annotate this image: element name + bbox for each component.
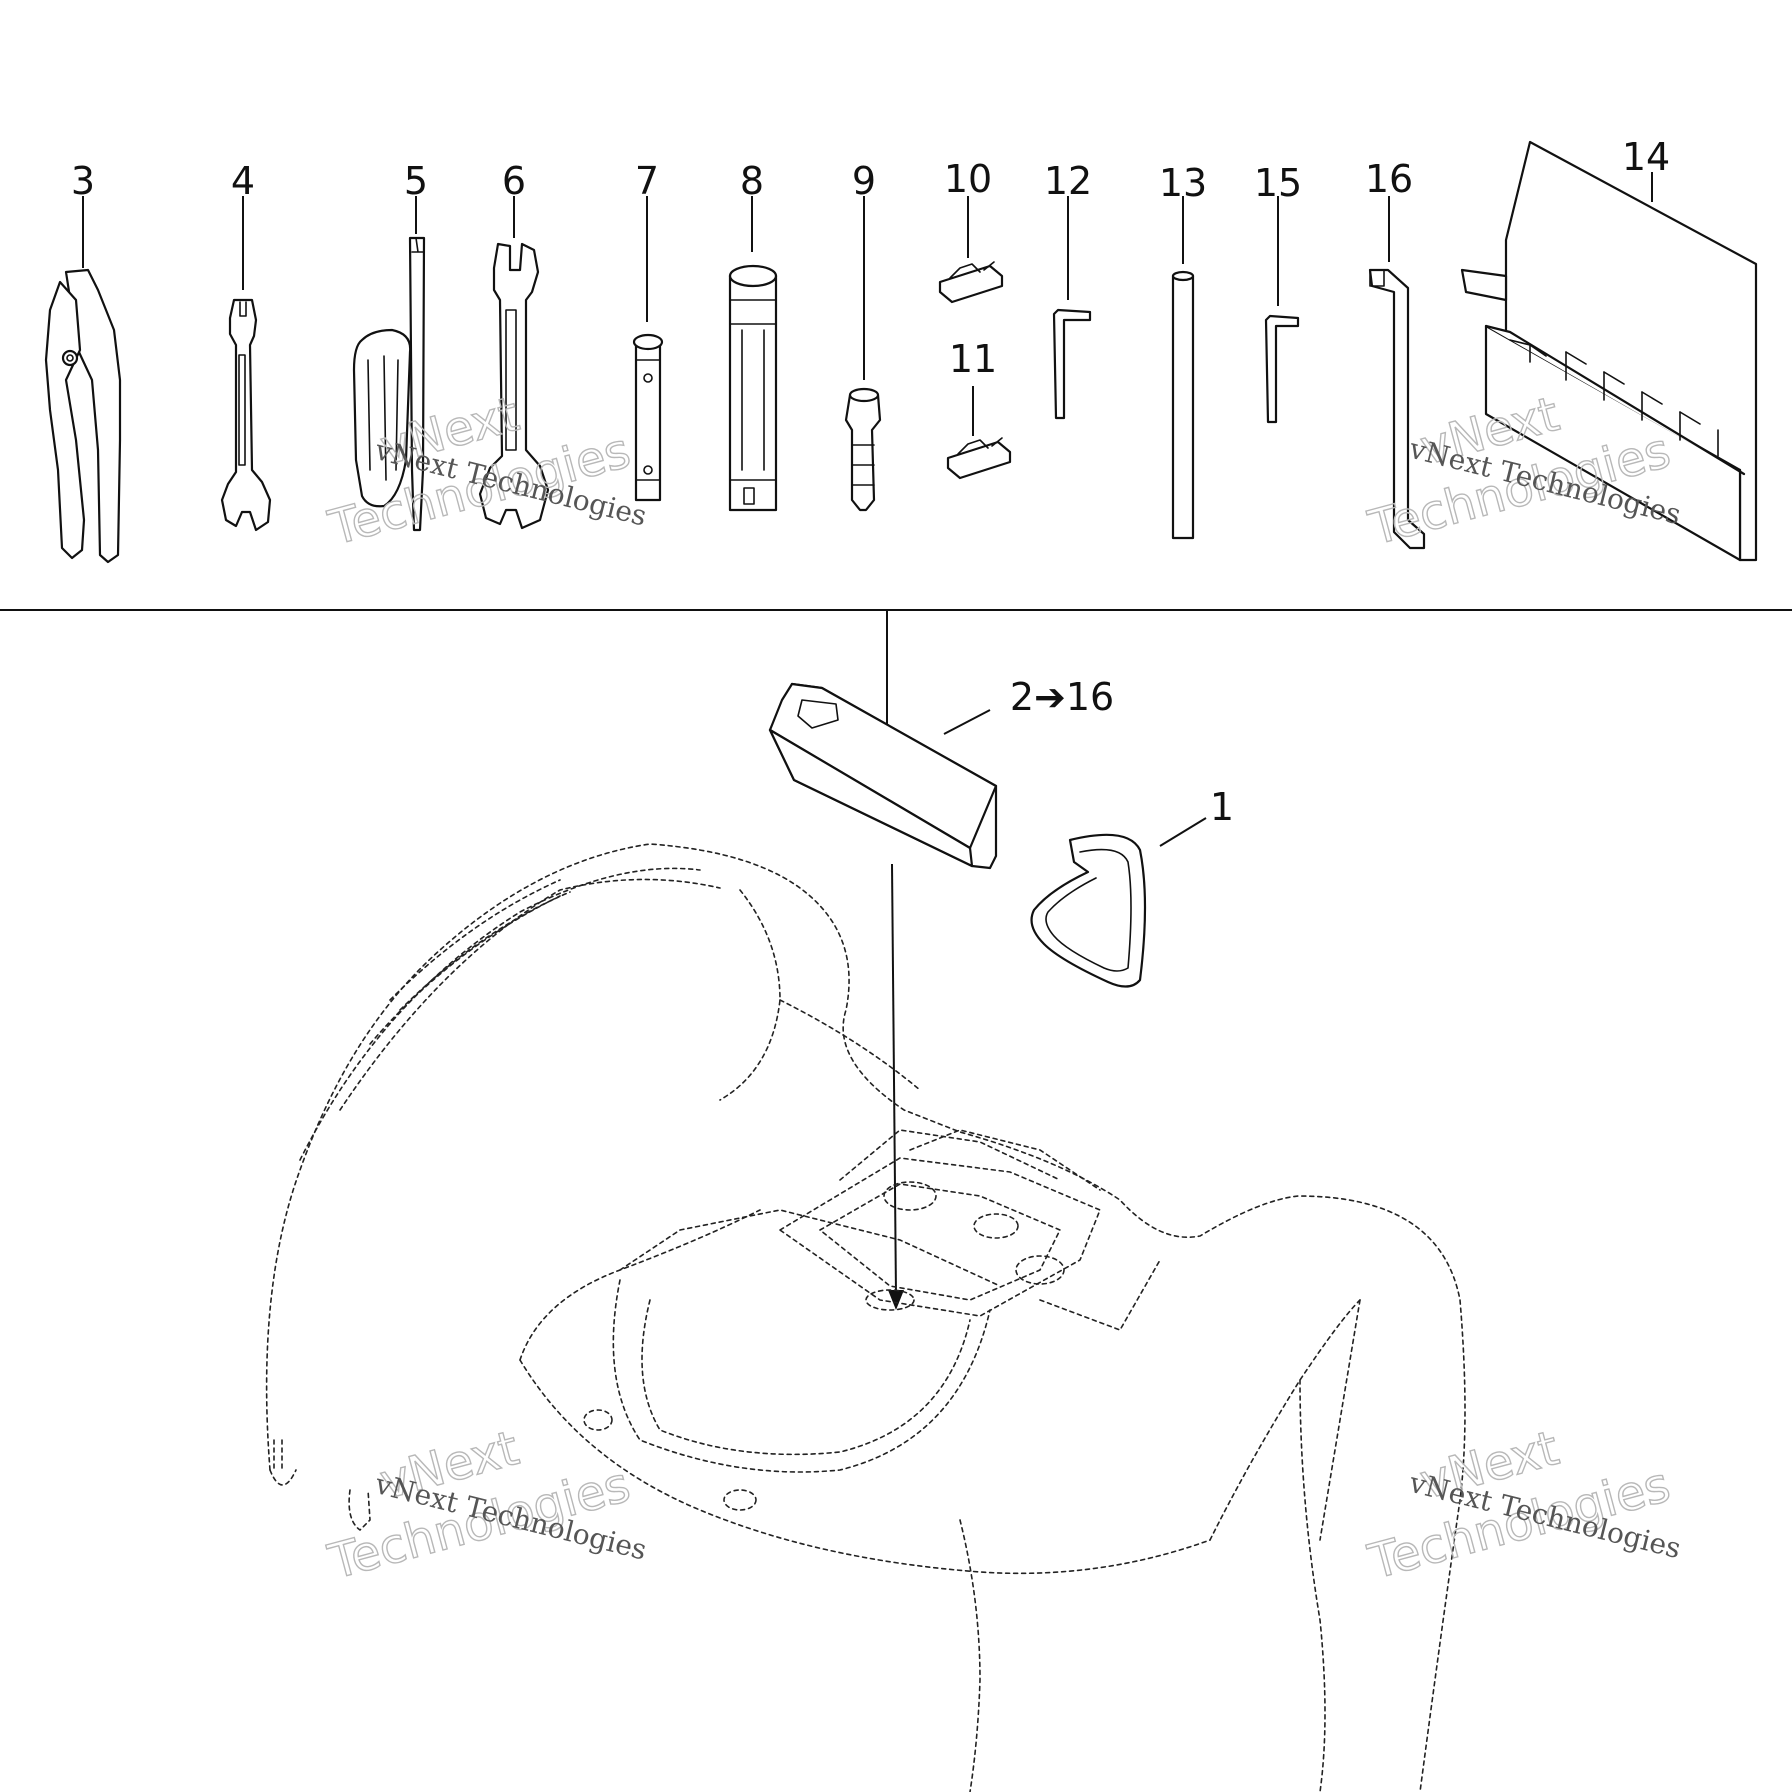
socket-wrench-large-icon	[728, 196, 778, 512]
callout-16: 16	[1365, 157, 1413, 201]
screwdriver-icon	[352, 196, 426, 532]
callout-15: 15	[1254, 161, 1302, 205]
callout-7: 7	[635, 159, 659, 203]
callout-9: 9	[852, 159, 876, 203]
strap-icon	[1030, 833, 1147, 988]
allen-key-icon	[1052, 196, 1092, 420]
callout-4: 4	[231, 159, 255, 203]
callout-12: 12	[1044, 159, 1092, 203]
callout-3: 3	[71, 159, 95, 203]
callout-6: 6	[502, 159, 526, 203]
install-arrow-icon	[888, 863, 904, 1310]
fuse-icon	[938, 196, 1004, 304]
callout-10: 10	[944, 157, 992, 201]
l-bar-icon	[1368, 196, 1426, 550]
callout-13: 13	[1159, 161, 1207, 205]
rod-icon	[1171, 196, 1195, 540]
rear-fender-outline	[265, 843, 1466, 1792]
pliers-icon	[44, 196, 122, 564]
fuse-icon-2	[946, 386, 1012, 480]
tool-kit-case-icon	[768, 682, 998, 870]
handle-icon	[844, 196, 882, 512]
allen-key-small-icon	[1264, 196, 1300, 424]
callout-1: 1	[1210, 785, 1234, 829]
callout-2-16: 2➔16	[1010, 675, 1114, 719]
wrench-small-icon	[220, 196, 272, 532]
wrench-large-icon	[478, 196, 550, 530]
socket-wrench-small-icon	[632, 196, 664, 502]
callout-5: 5	[404, 159, 428, 203]
callout-14: 14	[1622, 135, 1670, 179]
callout-8: 8	[740, 159, 764, 203]
tool-pouch-icon	[1460, 140, 1758, 562]
callout-11: 11	[949, 337, 997, 381]
